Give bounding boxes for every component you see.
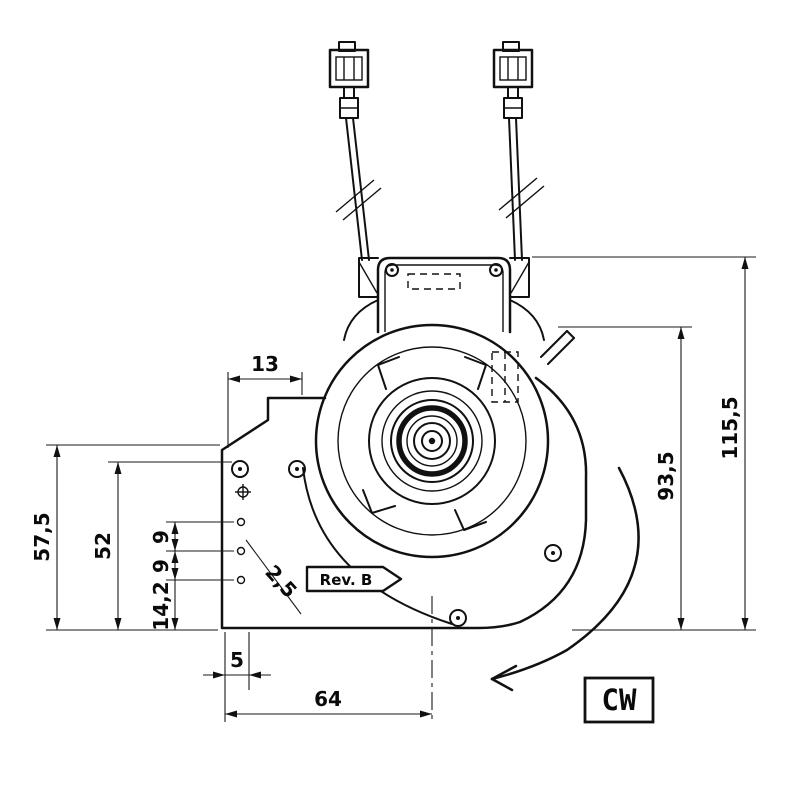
housing-screw-right	[544, 544, 562, 562]
dimension-left-overall: 57,5	[30, 444, 220, 631]
lead-wires	[335, 117, 545, 261]
rotation-direction-box: CW	[583, 676, 655, 724]
dim-right-inner-label: 93,5	[654, 451, 678, 500]
bracket-screw-right	[489, 263, 503, 277]
connector-left-inner	[335, 56, 363, 81]
blower-housing	[220, 376, 588, 724]
rotation-direction-label: CW	[602, 683, 637, 717]
mounting-hole-3	[236, 575, 246, 585]
dim-pitch-a-label: 9	[149, 530, 173, 544]
dimension-right-inner: 93,5	[558, 326, 756, 631]
revision-flag-label: Rev. B	[320, 571, 373, 589]
motor-assembly	[314, 323, 575, 559]
revision-flag-shape	[305, 565, 403, 593]
rotation-arrow	[490, 466, 640, 692]
housing-screw-top-mid	[288, 460, 306, 478]
dim-left-overall-label: 57,5	[30, 512, 54, 561]
housing-outline	[220, 376, 588, 630]
dim-right-overall-label: 115,5	[718, 396, 742, 459]
shaft-center	[428, 437, 436, 445]
bracket-ear-right	[509, 257, 530, 298]
dimension-top-width: 13	[227, 352, 303, 448]
dimension-bottom-width: 64	[225, 687, 432, 718]
bracket-ear-left	[358, 257, 379, 298]
mounting-hole-2	[236, 546, 246, 556]
motor-outer-circle	[314, 323, 550, 559]
volute-inner-wall	[302, 467, 453, 625]
dim-edge-offset-label: 5	[230, 648, 244, 672]
bearing-boss-ring	[396, 405, 468, 477]
cw-box	[583, 676, 655, 724]
connector-right	[492, 41, 534, 119]
dimension-hole-chain: 9 9 14,2	[149, 521, 234, 631]
housing-screw-top-left	[231, 460, 249, 478]
hidden-terminal-block	[491, 351, 519, 403]
shaft-hub	[421, 430, 443, 452]
dim-bottom-width-label: 64	[314, 687, 342, 711]
dim-pitch-c-label: 14,2	[149, 581, 173, 630]
revision-flag: Rev. B	[305, 565, 403, 593]
spring-clips	[362, 356, 487, 531]
housing-screw-bottom	[449, 609, 467, 627]
wire-right	[508, 117, 516, 261]
wire-break-marks	[335, 177, 545, 221]
cross-marked-hole	[235, 484, 251, 500]
dimension-left-inner: 52	[91, 461, 232, 630]
dimension-edge-offset: 5	[203, 632, 271, 722]
bracket-hidden-edge	[407, 273, 461, 290]
motor-bracket	[343, 256, 545, 341]
dimension-right-overall: 115,5	[532, 256, 756, 630]
connector-left	[328, 41, 370, 119]
connector-right-inner	[499, 56, 527, 81]
bracket-outline	[376, 256, 512, 334]
mounting-hole-1	[236, 517, 246, 527]
dim-pitch-b-label: 9	[149, 559, 173, 573]
motor-stator-circle	[368, 377, 496, 505]
bracket-screw-left	[385, 263, 399, 277]
mounting-tab-top-right	[540, 330, 575, 365]
dim-top-width-label: 13	[251, 352, 279, 376]
dim-left-inner-label: 52	[91, 532, 115, 560]
wire-left	[345, 117, 363, 261]
